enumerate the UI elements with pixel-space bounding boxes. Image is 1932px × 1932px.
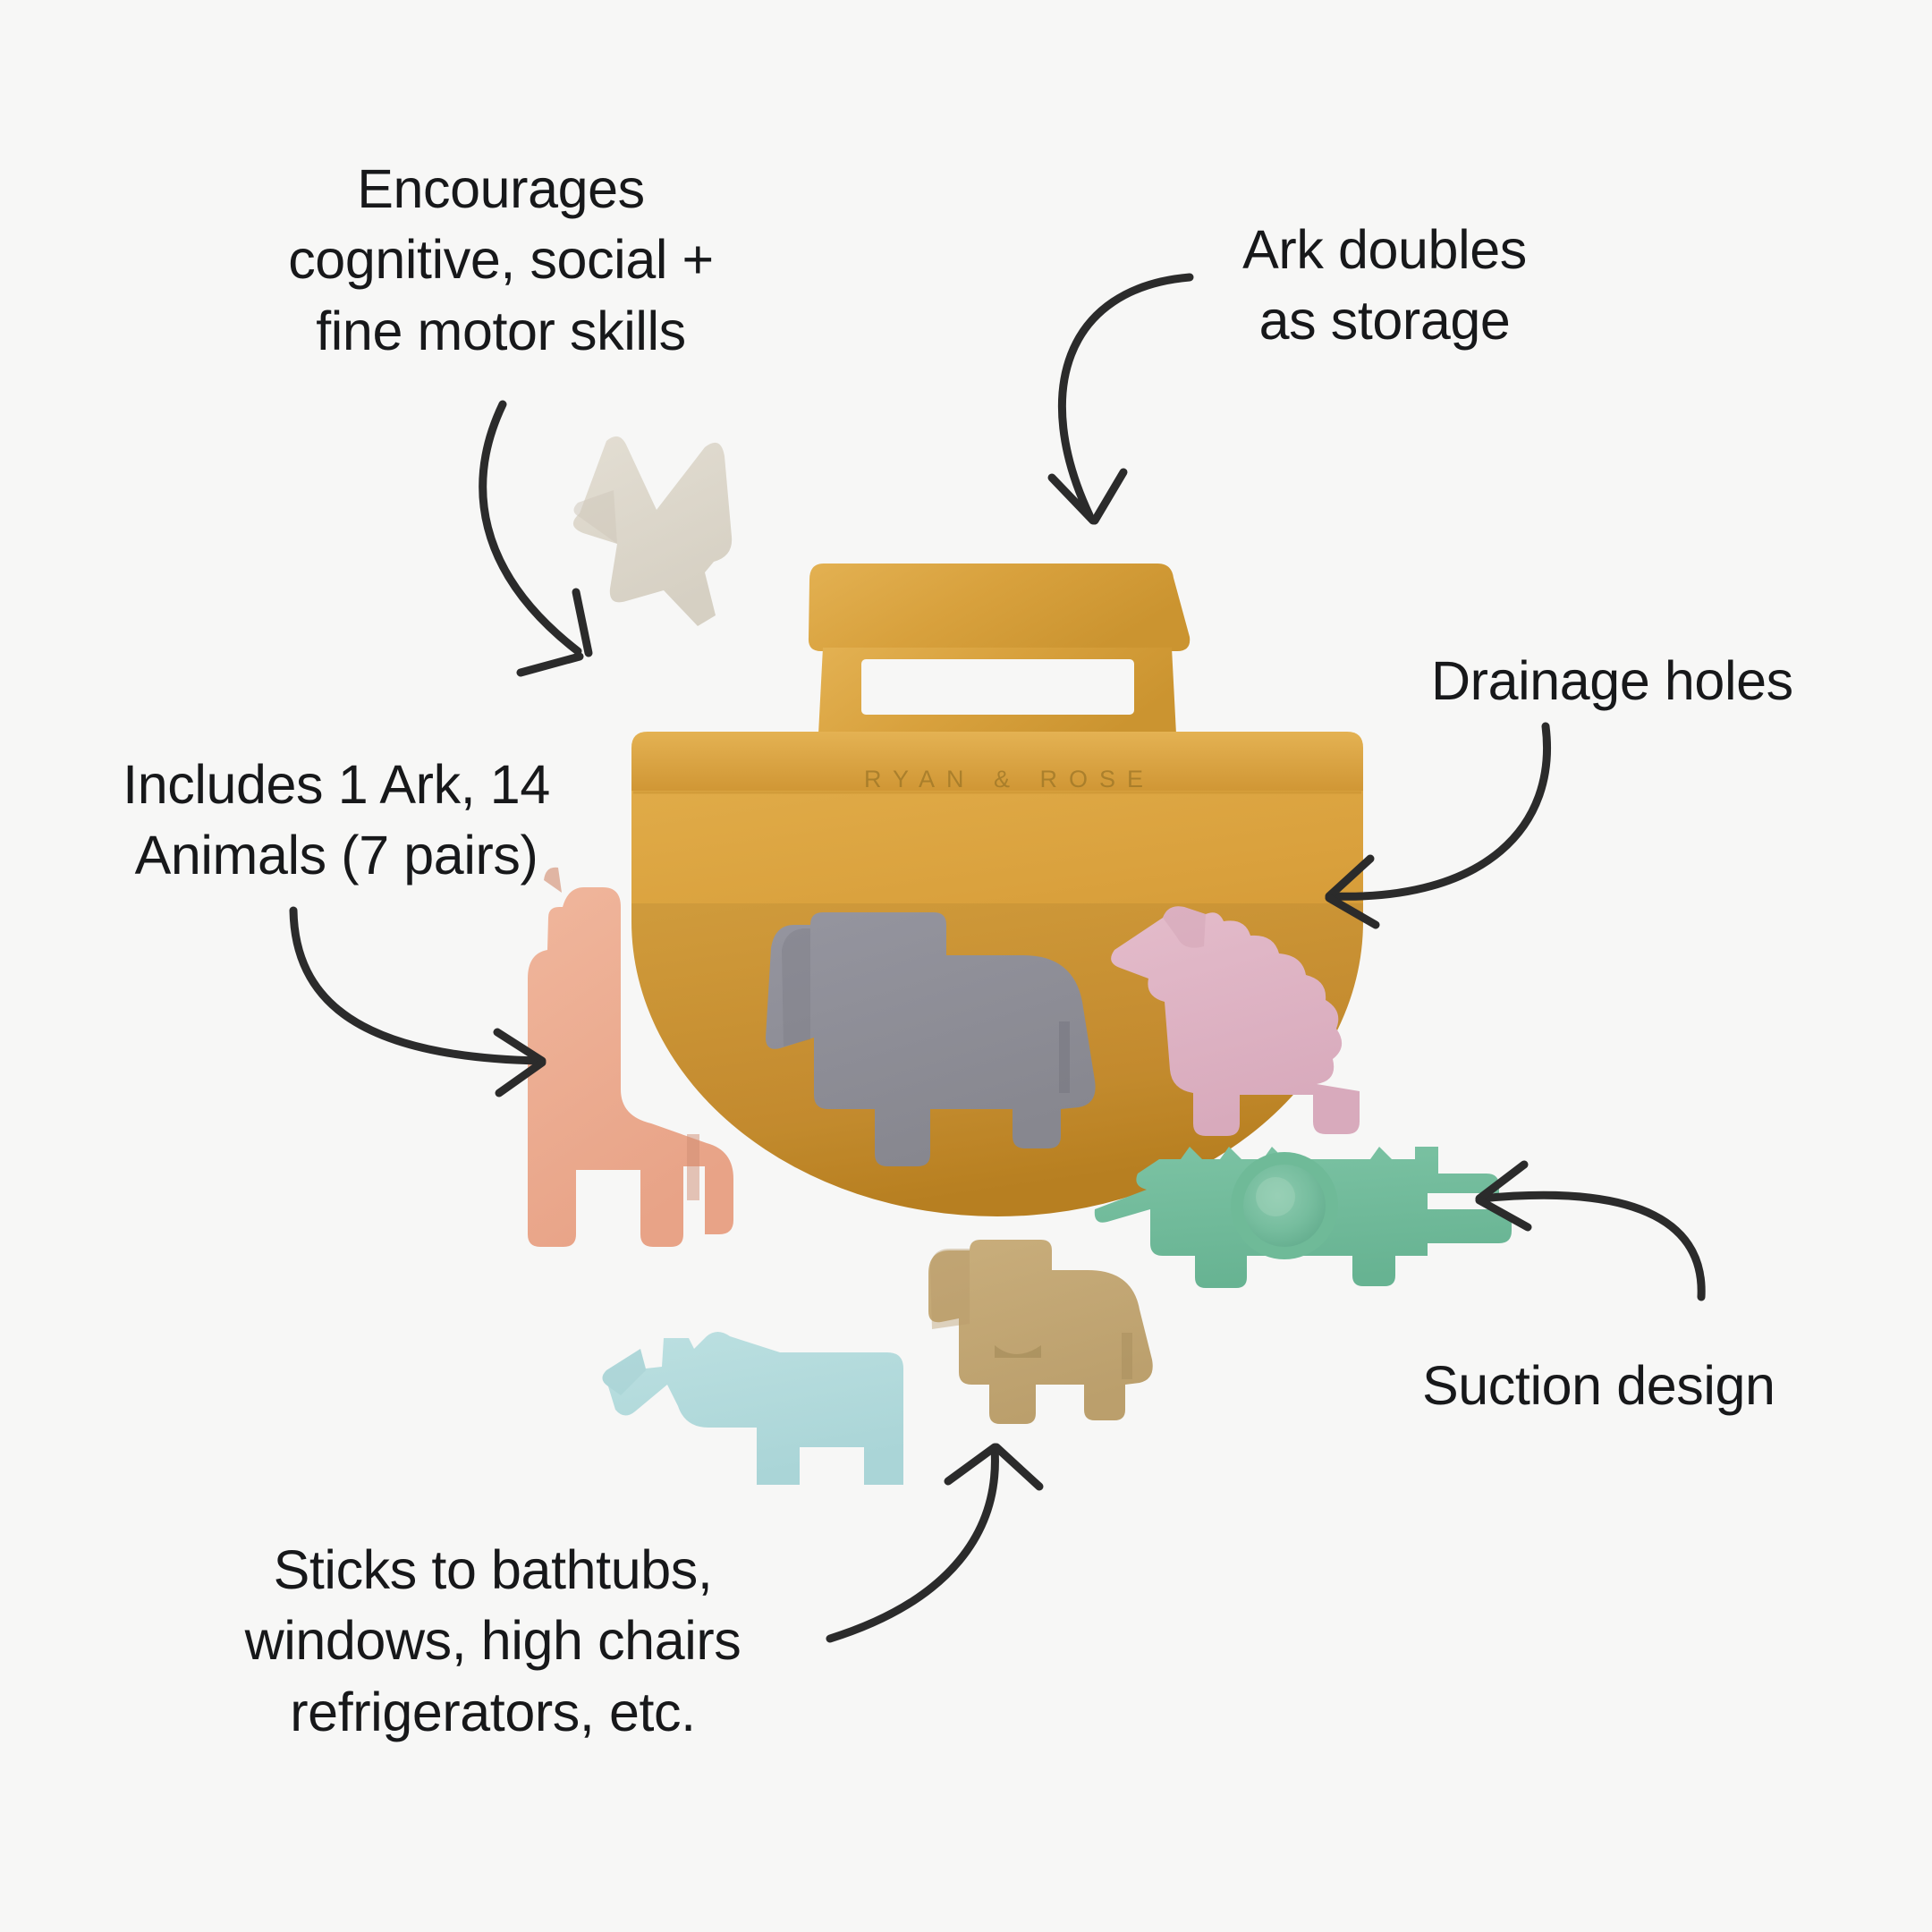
lion-leg-groove <box>1122 1333 1132 1379</box>
lion-body <box>928 1240 1153 1424</box>
giraffe-body <box>528 887 733 1247</box>
elephant-leg-groove <box>1059 1021 1070 1093</box>
crocodile-body <box>1094 1147 1512 1288</box>
ark-handle-skirt <box>818 751 1177 803</box>
ark-handle-post <box>818 648 1177 751</box>
animal-crocodile <box>1094 1147 1512 1288</box>
ark-handle-roof <box>808 564 1191 651</box>
lion-suction-cup <box>995 1345 1041 1358</box>
ark-rim <box>631 732 1363 794</box>
arrow-drainage <box>1325 722 1551 929</box>
ark-toy: RYAN & ROSE <box>631 564 1363 1216</box>
dove-body <box>572 436 733 626</box>
callout-suction-design: Suction design <box>1422 1355 1775 1416</box>
elephant-ear <box>782 928 810 1046</box>
arrow-group <box>289 273 1706 1643</box>
ark-handle-slot <box>861 659 1134 715</box>
ark-hull-shade <box>631 903 1363 1216</box>
animal-dove <box>572 436 733 626</box>
giraffe-leg-groove <box>687 1134 699 1200</box>
animal-sheep <box>1111 906 1360 1136</box>
rhino-body <box>602 1332 903 1485</box>
ark-hull <box>631 791 1363 1216</box>
callout-sticks-to-surfaces: Sticks to bathtubs, windows, high chairs… <box>244 1539 741 1742</box>
arrow-cognitive <box>479 400 593 677</box>
dove-beak <box>573 490 617 544</box>
crocodile-suction-ring <box>1231 1152 1338 1259</box>
crocodile-suction-cup <box>1243 1165 1326 1247</box>
animal-lion <box>928 1240 1153 1424</box>
crocodile-suction-highlight <box>1256 1177 1295 1216</box>
callout-ark-storage: Ark doubles as storage <box>1242 219 1527 352</box>
rhino-horn-front <box>602 1349 646 1395</box>
ark-brand-text: RYAN & ROSE <box>864 766 1155 792</box>
sheep-head <box>1163 906 1206 948</box>
animal-giraffe <box>528 867 733 1247</box>
animal-elephant <box>766 912 1096 1166</box>
animal-rhino <box>602 1332 903 1485</box>
arrow-sticks <box>826 1443 1044 1643</box>
callout-includes-count: Includes 1 Ark, 14 Animals (7 pairs) <box>123 754 550 886</box>
elephant-body <box>766 912 1096 1166</box>
callout-encourages-skills: Encourages cognitive, social + fine moto… <box>288 158 714 361</box>
sheep-body <box>1111 906 1360 1136</box>
callout-drainage-holes: Drainage holes <box>1431 650 1793 711</box>
arrow-includes <box>289 906 547 1097</box>
lion-mane <box>930 1249 970 1329</box>
arrow-storage <box>1047 273 1194 525</box>
arrow-suction <box>1475 1160 1706 1301</box>
